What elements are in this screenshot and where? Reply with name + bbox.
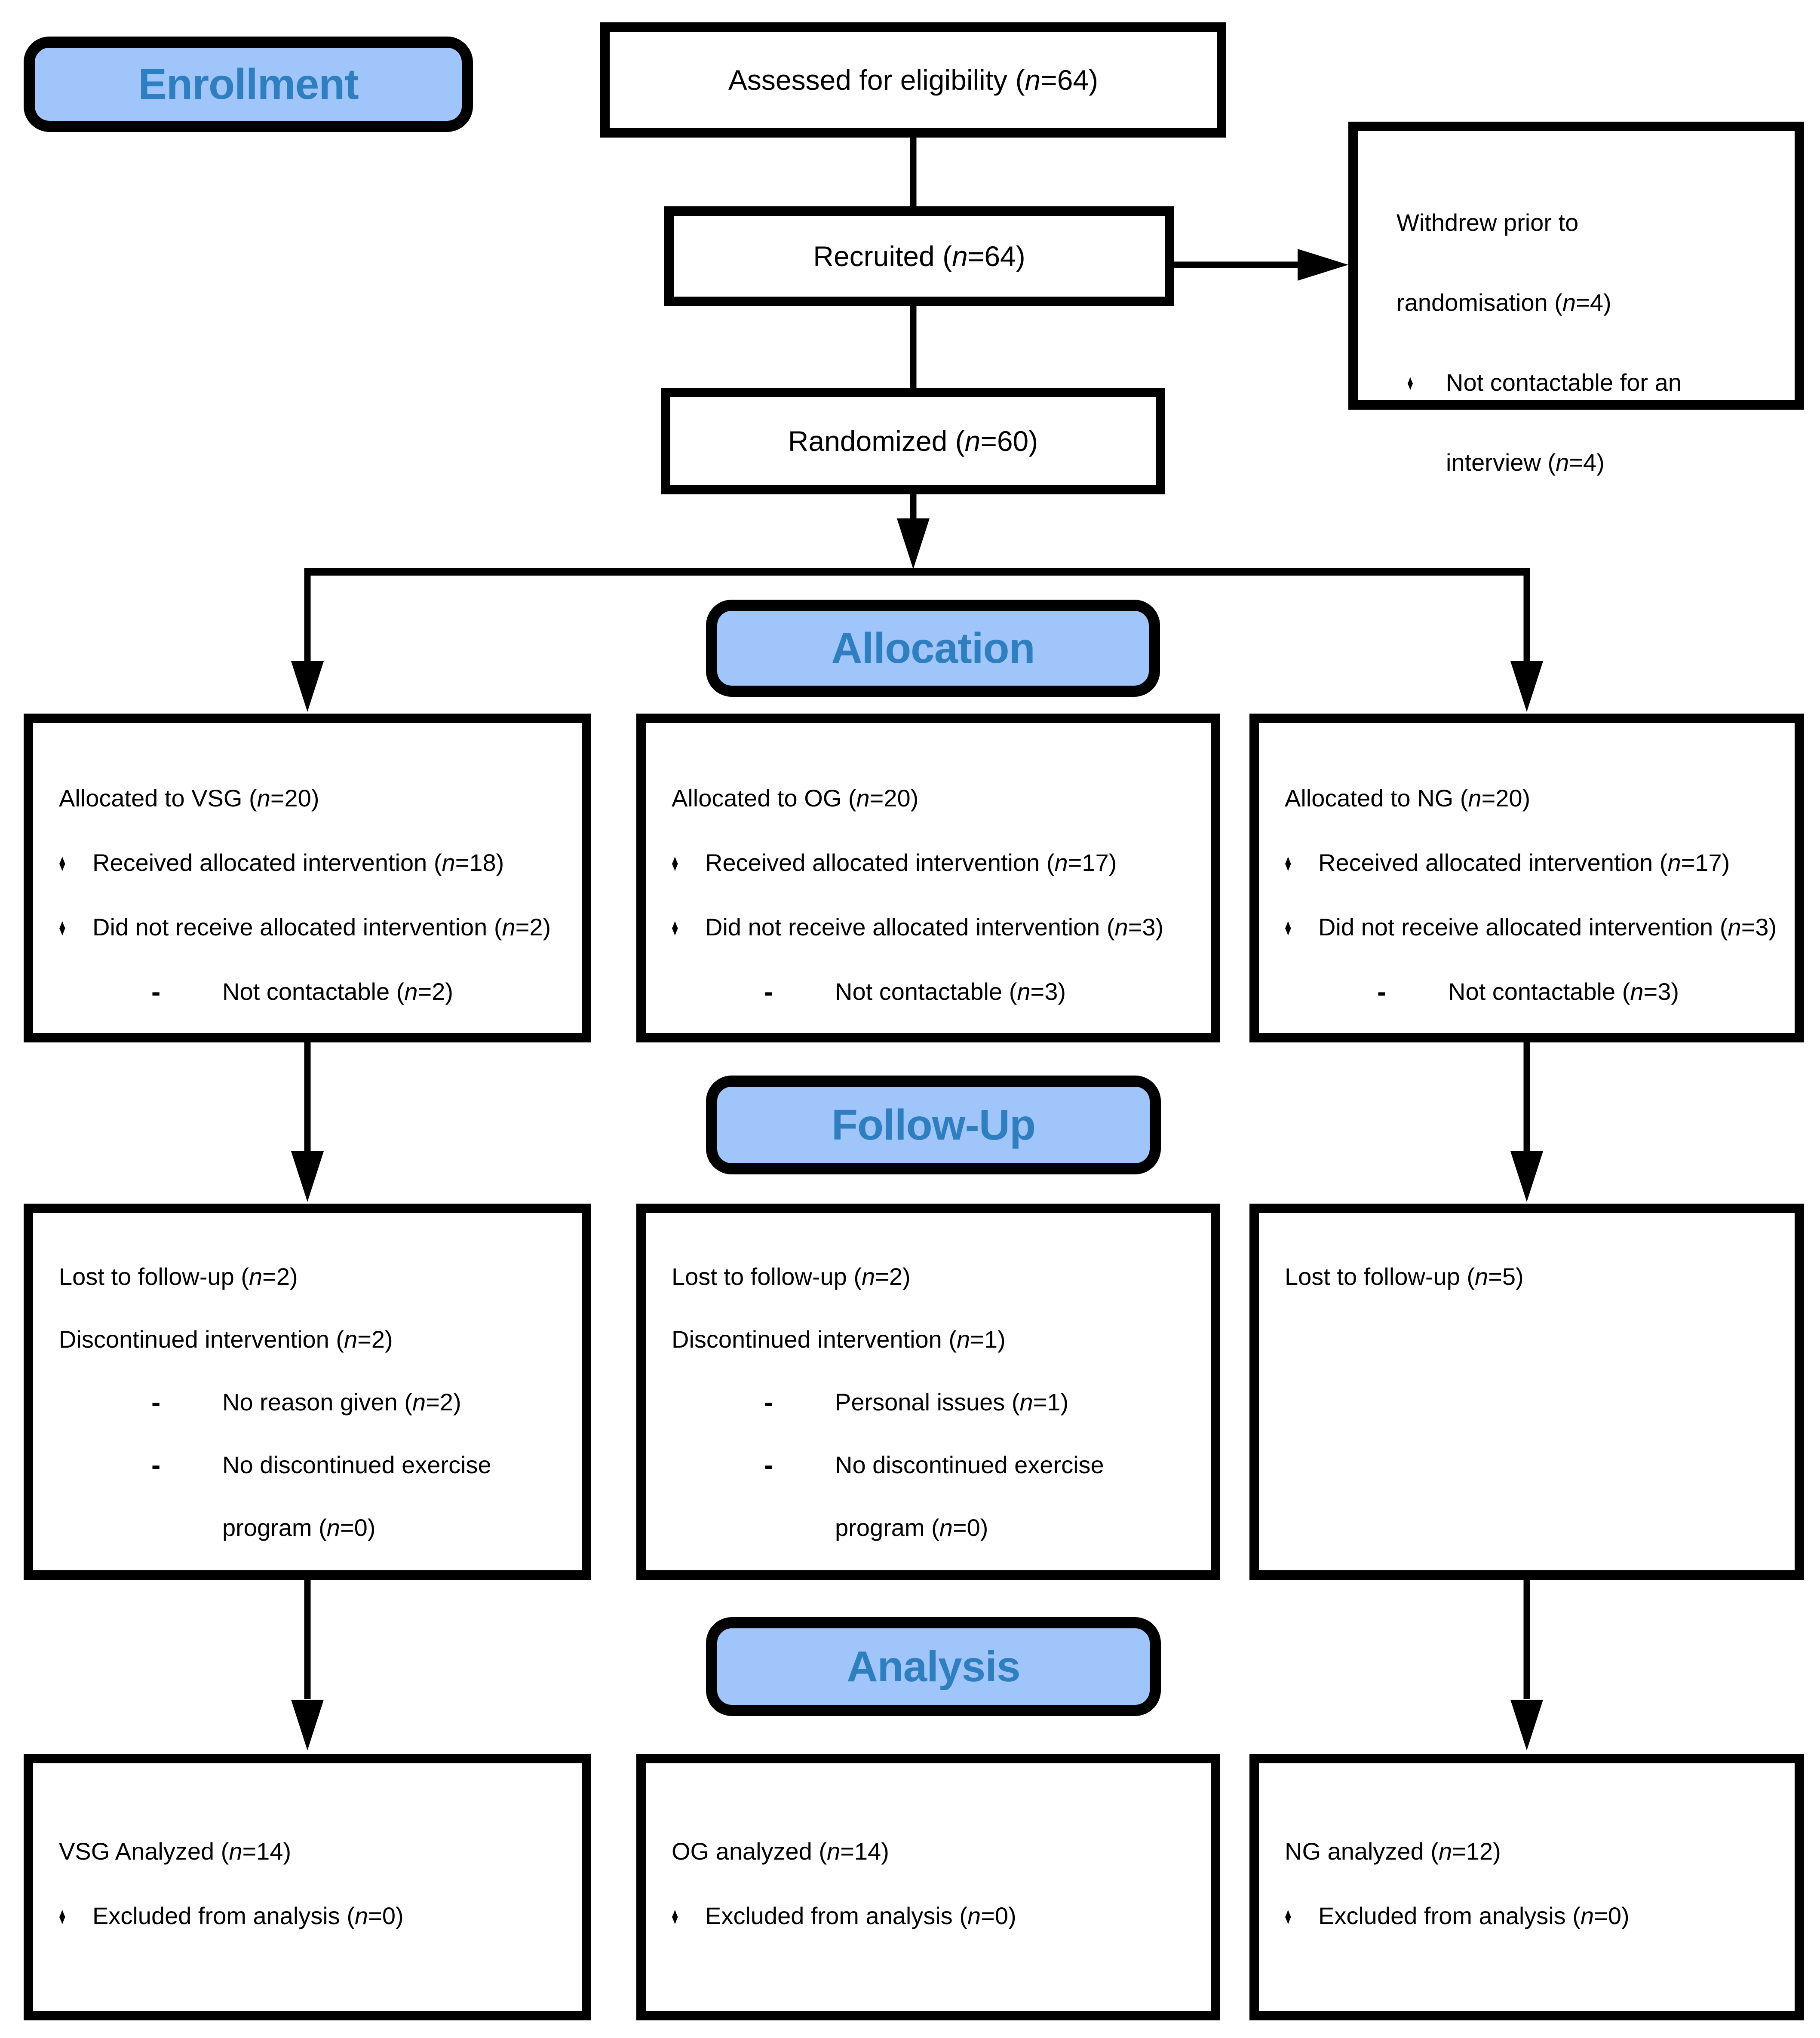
randomized-box: Randomized (n=60) [661, 388, 1165, 494]
diamond-bullet-icon: ♦ [59, 849, 66, 876]
box-title: Randomized (n=60) [788, 425, 1038, 457]
sub-bullet-item: - No discontinued exercise program (n=0) [151, 1434, 565, 1559]
followup-text-line: Lost to follow-up (n=2) [59, 1263, 298, 1290]
diamond-bullet-icon: ♦ [672, 1902, 678, 1929]
followup-box-og: Lost to follow-up (n=2) Discontinued int… [636, 1204, 1220, 1580]
arrow-to-vsg-allocation [291, 568, 324, 712]
stage-header-label: Enrollment [138, 60, 359, 108]
box-title: Recruited (n=64) [813, 240, 1025, 272]
allocation-box-og: Allocated to OG (n=20) ♦ Received allocat… [636, 714, 1220, 1042]
sub-bullet-text: Not contactable (n=3) [835, 978, 1066, 1005]
diamond-bullet-icon: ♦ [1285, 1902, 1292, 1929]
bullet-text: Received allocated intervention (n=17) [1318, 849, 1730, 876]
followup-text-line: Discontinued intervention (n=2) [59, 1326, 393, 1353]
bullet-text: Did not receive allocated intervention (… [1318, 913, 1777, 941]
recruited-box: Recruited (n=64) [664, 206, 1174, 306]
followup-text-line: Lost to follow-up (n=5) [1285, 1263, 1524, 1290]
stage-header-allocation: Allocation [706, 600, 1160, 697]
dash-bullet-icon: - [151, 1450, 161, 1480]
box-title: OG analyzed (n=14) [672, 1838, 889, 1865]
arrow-recruited-to-withdrew [1174, 249, 1348, 281]
diamond-bullet-icon: ♦ [672, 913, 678, 941]
assessed-for-eligibility-box: Assessed for eligibility (n=64) [600, 22, 1226, 138]
bullet-item: ♦ Excluded from analysis (n=0) [1285, 1884, 1777, 1948]
bullet-item: ♦ Received allocated intervention (n=17) [672, 831, 1194, 895]
diamond-bullet-icon: ♦ [1407, 371, 1414, 395]
bullet-item: ♦ Excluded from analysis (n=0) [672, 1884, 1194, 1948]
bullet-text: Did not receive allocated intervention (… [92, 913, 551, 941]
sub-bullet-text: No discontinued exercise program (n=0) [222, 1451, 491, 1541]
arrow-ng-allocation-to-followup [1510, 1042, 1543, 1202]
analysis-box-ng: NG analyzed (n=12) ♦ Excluded from analys… [1249, 1754, 1804, 2020]
sub-bullet-item: - Personal issues (n=1) [764, 1371, 1194, 1434]
bullet-text: Excluded from analysis (n=0) [705, 1902, 1016, 1929]
bullet-item: ♦ Did not receive allocated intervention … [672, 895, 1194, 959]
dash-bullet-icon: - [764, 1387, 773, 1418]
box-title: Allocated to VSG (n=20) [59, 785, 319, 812]
box-title: VSG Analyzed (n=14) [59, 1838, 292, 1865]
stage-header-enrollment: Enrollment [24, 37, 473, 132]
arrow-ng-followup-to-analysis [1510, 1580, 1543, 1750]
bullet-text: Not contactable for an interview (n=4) [1446, 369, 1682, 476]
dash-bullet-icon: - [764, 1450, 773, 1480]
sub-bullet-item: - Not contactable (n=3) [764, 959, 1194, 1024]
box-title: Allocated to NG (n=20) [1285, 785, 1531, 812]
sub-bullet-item: - Not contactable (n=2) [151, 959, 565, 1024]
arrow-randomized-to-junction [897, 494, 930, 569]
dash-bullet-icon: - [764, 976, 773, 1007]
diamond-bullet-icon: ♦ [672, 849, 678, 876]
bullet-item: ♦ Did not receive allocated intervention … [1285, 895, 1777, 959]
stage-header-label: Analysis [847, 1642, 1020, 1691]
followup-text-line: Lost to follow-up (n=2) [672, 1263, 911, 1290]
bullet-text: Did not receive allocated intervention (… [705, 913, 1164, 941]
arrow-vsg-allocation-to-followup [291, 1042, 324, 1202]
withdrew-text-line: Withdrew prior to randomisation (n=4) [1396, 209, 1611, 316]
analysis-box-og: OG analyzed (n=14) ♦ Excluded from analys… [636, 1754, 1220, 2020]
followup-text-line: Discontinued intervention (n=1) [672, 1326, 1006, 1353]
sub-bullet-text: No discontinued exercise program (n=0) [835, 1451, 1104, 1541]
withdrew-box: Withdrew prior to randomisation (n=4) ♦ … [1348, 122, 1804, 476]
sub-bullet-text: No reason given (n=2) [222, 1388, 461, 1416]
stage-header-label: Follow-Up [831, 1100, 1036, 1149]
stage-header-label: Allocation [831, 624, 1035, 672]
bullet-item: ♦ Not contactable for an interview (n=4) [1407, 343, 1777, 503]
bullet-item: ♦ Excluded from analysis (n=0) [59, 1884, 565, 1948]
bullet-item: ♦ Did not receive allocated intervention … [59, 895, 565, 959]
bullet-item: ♦ Received allocated intervention (n=18) [59, 831, 565, 895]
sub-bullet-item: - No reason given (n=2) [151, 1371, 565, 1434]
arrow-vsg-followup-to-analysis [291, 1580, 324, 1750]
diamond-bullet-icon: ♦ [1285, 849, 1292, 876]
diamond-bullet-icon: ♦ [1285, 913, 1292, 941]
allocation-box-vsg: Allocated to VSG (n=20) ♦ Received alloca… [24, 714, 591, 1042]
arrow-to-ng-allocation [1510, 568, 1543, 712]
sub-bullet-item: - No discontinued exercise program (n=0) [764, 1434, 1194, 1559]
diamond-bullet-icon: ♦ [59, 913, 66, 941]
box-title: Allocated to OG (n=20) [672, 785, 919, 812]
stage-header-followup: Follow-Up [706, 1076, 1161, 1174]
sub-bullet-text: Personal issues (n=1) [835, 1388, 1069, 1416]
sub-bullet-text: Not contactable (n=3) [1448, 978, 1679, 1005]
sub-bullet-text: Not contactable (n=2) [222, 978, 453, 1005]
box-title: Assessed for eligibility (n=64) [728, 64, 1099, 96]
followup-box-vsg: Lost to follow-up (n=2) Discontinued int… [24, 1204, 591, 1580]
allocation-box-ng: Allocated to NG (n=20) ♦ Received allocat… [1249, 714, 1804, 1042]
diamond-bullet-icon: ♦ [59, 1902, 66, 1929]
bullet-item: ♦ Received allocated intervention (n=17) [1285, 831, 1777, 895]
bullet-text: Received allocated intervention (n=18) [92, 849, 504, 876]
box-title: NG analyzed (n=12) [1285, 1838, 1501, 1865]
stage-header-analysis: Analysis [706, 1617, 1161, 1716]
dash-bullet-icon: - [151, 976, 161, 1007]
bullet-text: Excluded from analysis (n=0) [92, 1902, 404, 1929]
dash-bullet-icon: - [1377, 976, 1387, 1007]
followup-box-ng: Lost to follow-up (n=5) [1249, 1204, 1804, 1580]
analysis-box-vsg: VSG Analyzed (n=14) ♦ Excluded from analy… [24, 1754, 591, 2020]
sub-bullet-item: - Not contactable (n=3) [1377, 959, 1777, 1024]
bullet-text: Excluded from analysis (n=0) [1318, 1902, 1630, 1929]
bullet-text: Received allocated intervention (n=17) [705, 849, 1117, 876]
dash-bullet-icon: - [151, 1387, 161, 1418]
